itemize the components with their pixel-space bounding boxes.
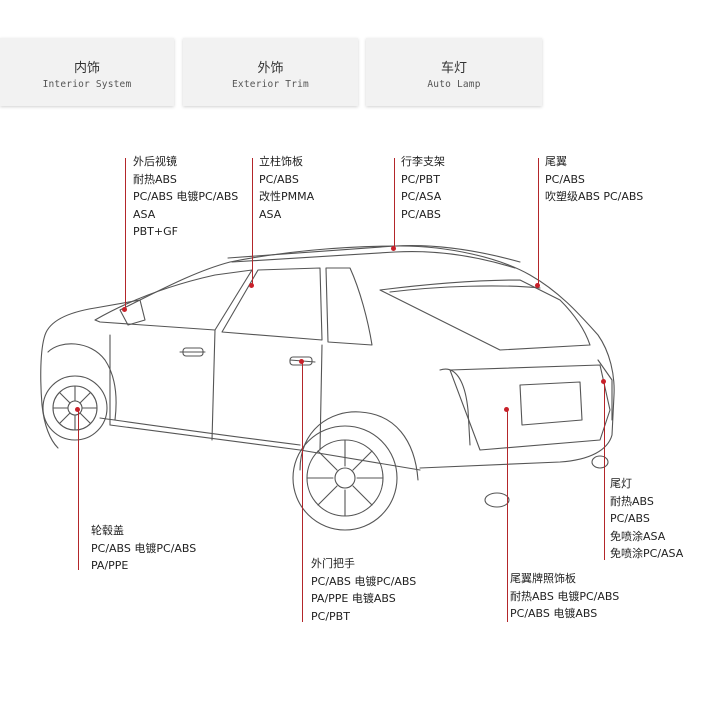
handle-callout-line [302,362,303,622]
mirror-callout-line [125,158,126,310]
callout-handle: 外门把手 PC/ABS 电镀PC/ABS PA/PPE 电镀ABS PC/PBT [311,555,416,625]
part-material: PC/ABS [401,207,441,221]
tab-label-en: Exterior Trim [232,79,309,90]
part-name: 行李支架 [401,155,445,168]
callout-wheelcap: 轮毂盖 PC/ABS 电镀PC/ABS PA/PPE [91,522,196,575]
spoiler-callout-line [538,158,539,286]
mirror-marker [122,307,127,312]
roofrack-marker [391,246,396,251]
tab-label-zh: 车灯 [440,61,467,76]
part-material: 耐热ABS 电镀PC/ABS [510,589,620,603]
part-material: PC/PBT [401,172,440,186]
tab-exterior-trim[interactable]: 外饰 Exterior Trim [183,38,358,106]
part-material: PC/ABS [610,512,650,525]
tab-auto-lamp[interactable]: 车灯 Auto Lamp [366,38,542,106]
part-material: 耐热ABS [133,172,177,186]
part-material: 改性PMMA [259,190,315,203]
part-name: 尾翼 [545,155,567,168]
tab-label-en: Interior System [42,79,132,90]
part-material: PA/PPE 电镀ABS [311,592,396,605]
wheelcap-marker [75,407,80,412]
part-name: 尾灯 [610,477,632,490]
plate-callout-line [507,410,508,622]
part-material: PC/ABS 电镀PC/ABS [91,541,197,555]
tab-label-en: Auto Lamp [427,79,481,90]
part-material: PA/PPE [91,559,129,572]
wheelcap-callout-line [78,410,79,570]
spoiler-marker [535,283,540,288]
part-material: PC/PBT [311,609,350,623]
part-material: PC/ASA [401,190,442,203]
part-name: 外门把手 [311,557,355,570]
part-name: 尾翼牌照饰板 [510,572,576,585]
part-material: PC/ABS 电镀PC/ABS [133,190,239,203]
callout-mirror: 外后视镜 耐热ABS PC/ABS 电镀PC/ABS ASA PBT+GF [133,153,238,241]
tab-label-zh: 外饰 [257,61,284,76]
part-material: PC/ABS 电镀PC/ABS [311,574,417,588]
roofrack-callout-line [394,158,395,250]
tab-label-zh: 内饰 [73,61,100,76]
part-material: 免喷涂PC/ASA [610,547,684,560]
part-material: ASA [259,207,282,221]
part-material: PBT+GF [133,225,178,238]
plate-marker [504,407,509,412]
taillamp-marker [601,379,606,384]
part-material: ASA [133,207,156,221]
part-material: PC/ABS [545,172,585,186]
part-name: 轮毂盖 [91,524,124,537]
callout-taillamp: 尾灯 耐热ABS PC/ABS 免喷涂ASA 免喷涂PC/ASA [610,475,683,563]
part-material: 耐热ABS [610,494,654,508]
pillar-callout-line [252,158,253,286]
part-name: 立柱饰板 [259,155,303,168]
part-material: PC/ABS [259,172,299,186]
handle-marker [299,359,304,364]
part-material: 吹塑级ABS PC/ABS [545,190,644,203]
part-material: 免喷涂ASA [610,529,666,543]
taillamp-callout-line [604,382,605,560]
tab-interior-system[interactable]: 内饰 Interior System [0,38,174,106]
pillar-marker [249,283,254,288]
callout-pillar: 立柱饰板 PC/ABS 改性PMMA ASA [259,153,314,223]
part-name: 外后视镜 [133,155,177,168]
callout-spoiler: 尾翼 PC/ABS 吹塑级ABS PC/ABS [545,153,643,206]
part-material: PC/ABS 电镀ABS [510,607,598,620]
callout-plate: 尾翼牌照饰板 耐热ABS 电镀PC/ABS PC/ABS 电镀ABS [510,570,619,623]
callout-roofrack: 行李支架 PC/PBT PC/ASA PC/ABS [401,153,445,223]
